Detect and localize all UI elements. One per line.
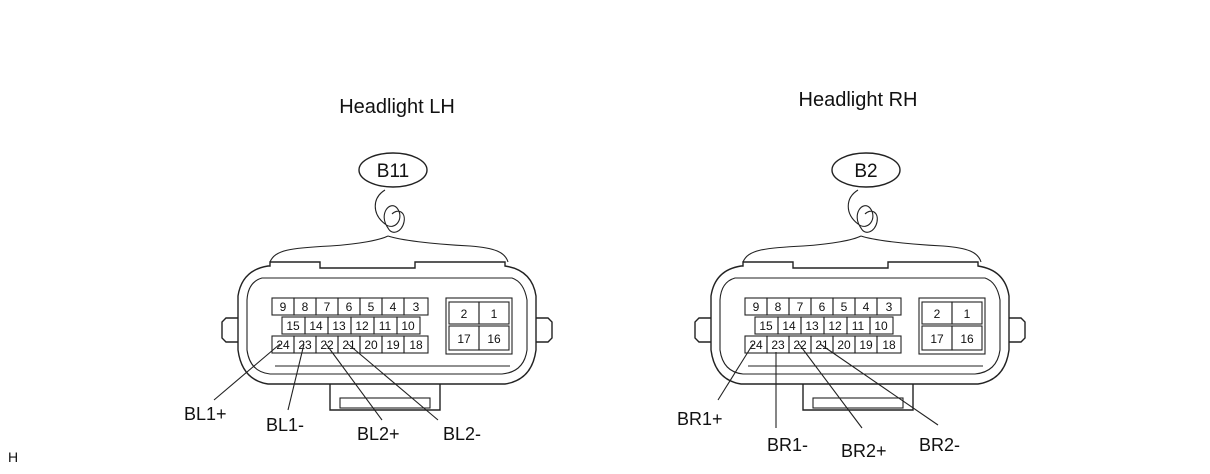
pin-label: 16 bbox=[487, 332, 501, 346]
pin-label: 2 bbox=[934, 307, 941, 321]
side-latch-left bbox=[221, 317, 238, 343]
pin-label: 11 bbox=[852, 319, 865, 333]
pin-label: 6 bbox=[819, 300, 826, 314]
connector-title: Headlight LH bbox=[339, 96, 455, 118]
connector-body bbox=[237, 261, 537, 385]
pin-grid: 9 8 7 6 5 4 3 15 14 13 12 11 10 24 23 bbox=[271, 297, 429, 354]
footer-mark: H bbox=[8, 449, 18, 465]
pin-label: 23 bbox=[298, 338, 312, 352]
leader-line bbox=[717, 343, 754, 401]
harness-bracket bbox=[269, 235, 509, 263]
pin-label: 4 bbox=[390, 300, 397, 314]
bottom-lock bbox=[802, 384, 914, 411]
connector-body bbox=[710, 261, 1010, 385]
harness-bracket bbox=[742, 235, 982, 263]
pin-label: 1 bbox=[964, 307, 971, 321]
leader-line bbox=[213, 343, 281, 401]
pin-label: 3 bbox=[886, 300, 893, 314]
pin-grid-right: 2 1 17 16 bbox=[918, 297, 986, 355]
pin-label: 19 bbox=[859, 338, 873, 352]
pin-label: 20 bbox=[364, 338, 378, 352]
connector-inner-rim bbox=[719, 277, 1001, 375]
pin-label: 20 bbox=[837, 338, 851, 352]
pin-row-3: 24 23 22 21 20 19 18 bbox=[744, 335, 902, 354]
signal-label: BR2- bbox=[919, 435, 960, 455]
side-latch-left bbox=[694, 317, 711, 343]
wire-harness-loop bbox=[847, 189, 878, 233]
connector-inner-rim bbox=[246, 277, 528, 375]
pin-row-1: 9 8 7 6 5 4 3 bbox=[271, 297, 429, 316]
connector-title: Headlight RH bbox=[799, 89, 918, 111]
connector-code: B2 bbox=[854, 161, 877, 182]
pin-row-1: 9 8 7 6 5 4 3 bbox=[744, 297, 902, 316]
bottom-lock-tab bbox=[339, 397, 431, 409]
side-latch-right bbox=[1009, 317, 1026, 343]
pin-label: 18 bbox=[409, 338, 423, 352]
pin-label: 8 bbox=[775, 300, 782, 314]
signal-label: BL2- bbox=[443, 424, 481, 444]
pin-label: 23 bbox=[771, 338, 785, 352]
pin-row-3: 24 23 22 21 20 19 18 bbox=[271, 335, 429, 354]
pin-label: 4 bbox=[863, 300, 870, 314]
pin-label: 17 bbox=[930, 332, 944, 346]
leader-line bbox=[325, 343, 383, 421]
connector-lh: Headlight LH B11 9 8 7 6 5 4 3 bbox=[184, 96, 553, 444]
pin-label: 12 bbox=[355, 319, 369, 333]
connector-code: B11 bbox=[377, 161, 409, 182]
pin-label: 5 bbox=[368, 300, 375, 314]
pin-label: 13 bbox=[805, 319, 819, 333]
pin-label: 6 bbox=[346, 300, 353, 314]
pin-label: 16 bbox=[960, 332, 974, 346]
pin-label: 15 bbox=[759, 319, 773, 333]
pin-label: 13 bbox=[332, 319, 346, 333]
signal-label: BL2+ bbox=[357, 424, 400, 444]
leader-line bbox=[287, 343, 305, 411]
pin-label: 14 bbox=[782, 319, 796, 333]
pin-label: 24 bbox=[276, 338, 290, 352]
side-latch-right bbox=[536, 317, 553, 343]
signal-label: BL1+ bbox=[184, 404, 227, 424]
pin-label: 8 bbox=[302, 300, 309, 314]
pin-label: 24 bbox=[749, 338, 763, 352]
leader-line bbox=[798, 343, 863, 429]
bottom-lock bbox=[329, 384, 441, 411]
connector-code-ellipse bbox=[358, 152, 428, 188]
signal-label: BR1- bbox=[767, 435, 808, 455]
pin-label: 15 bbox=[286, 319, 300, 333]
pin-label: 12 bbox=[828, 319, 842, 333]
wire-harness-loop bbox=[374, 189, 405, 233]
pin-label: 2 bbox=[461, 307, 468, 321]
connector-code-ellipse bbox=[831, 152, 901, 188]
pin-label: 19 bbox=[386, 338, 400, 352]
pin-row-2: 15 14 13 12 11 10 bbox=[281, 316, 421, 335]
pin-label: 14 bbox=[309, 319, 323, 333]
leader-line bbox=[347, 343, 439, 421]
pin-label: 7 bbox=[797, 300, 804, 314]
bottom-lock-tab bbox=[812, 397, 904, 409]
signal-label: BR1+ bbox=[677, 409, 723, 429]
pin-label: 17 bbox=[457, 332, 471, 346]
pin-label: 1 bbox=[491, 307, 498, 321]
pin-grid: 9 8 7 6 5 4 3 15 14 13 12 11 10 24 23 22… bbox=[744, 297, 902, 354]
signal-label: BR2+ bbox=[841, 441, 887, 461]
pin-label: 10 bbox=[874, 319, 888, 333]
pin-label: 10 bbox=[401, 319, 415, 333]
pin-label: 18 bbox=[882, 338, 896, 352]
pin-grid-right: 2 1 17 16 bbox=[445, 297, 513, 355]
pin-label: 9 bbox=[280, 300, 287, 314]
pin-label: 5 bbox=[841, 300, 848, 314]
pin-label: 7 bbox=[324, 300, 331, 314]
leader-line bbox=[819, 343, 939, 426]
connector-rh: Headlight RH B2 9 8 7 6 5 4 3 15 14 bbox=[677, 89, 1026, 461]
pin-label: 3 bbox=[413, 300, 420, 314]
pin-row-2: 15 14 13 12 11 10 bbox=[754, 316, 894, 335]
signal-label: BL1- bbox=[266, 415, 304, 435]
pin-label: 11 bbox=[379, 319, 392, 333]
pin-label: 9 bbox=[753, 300, 760, 314]
